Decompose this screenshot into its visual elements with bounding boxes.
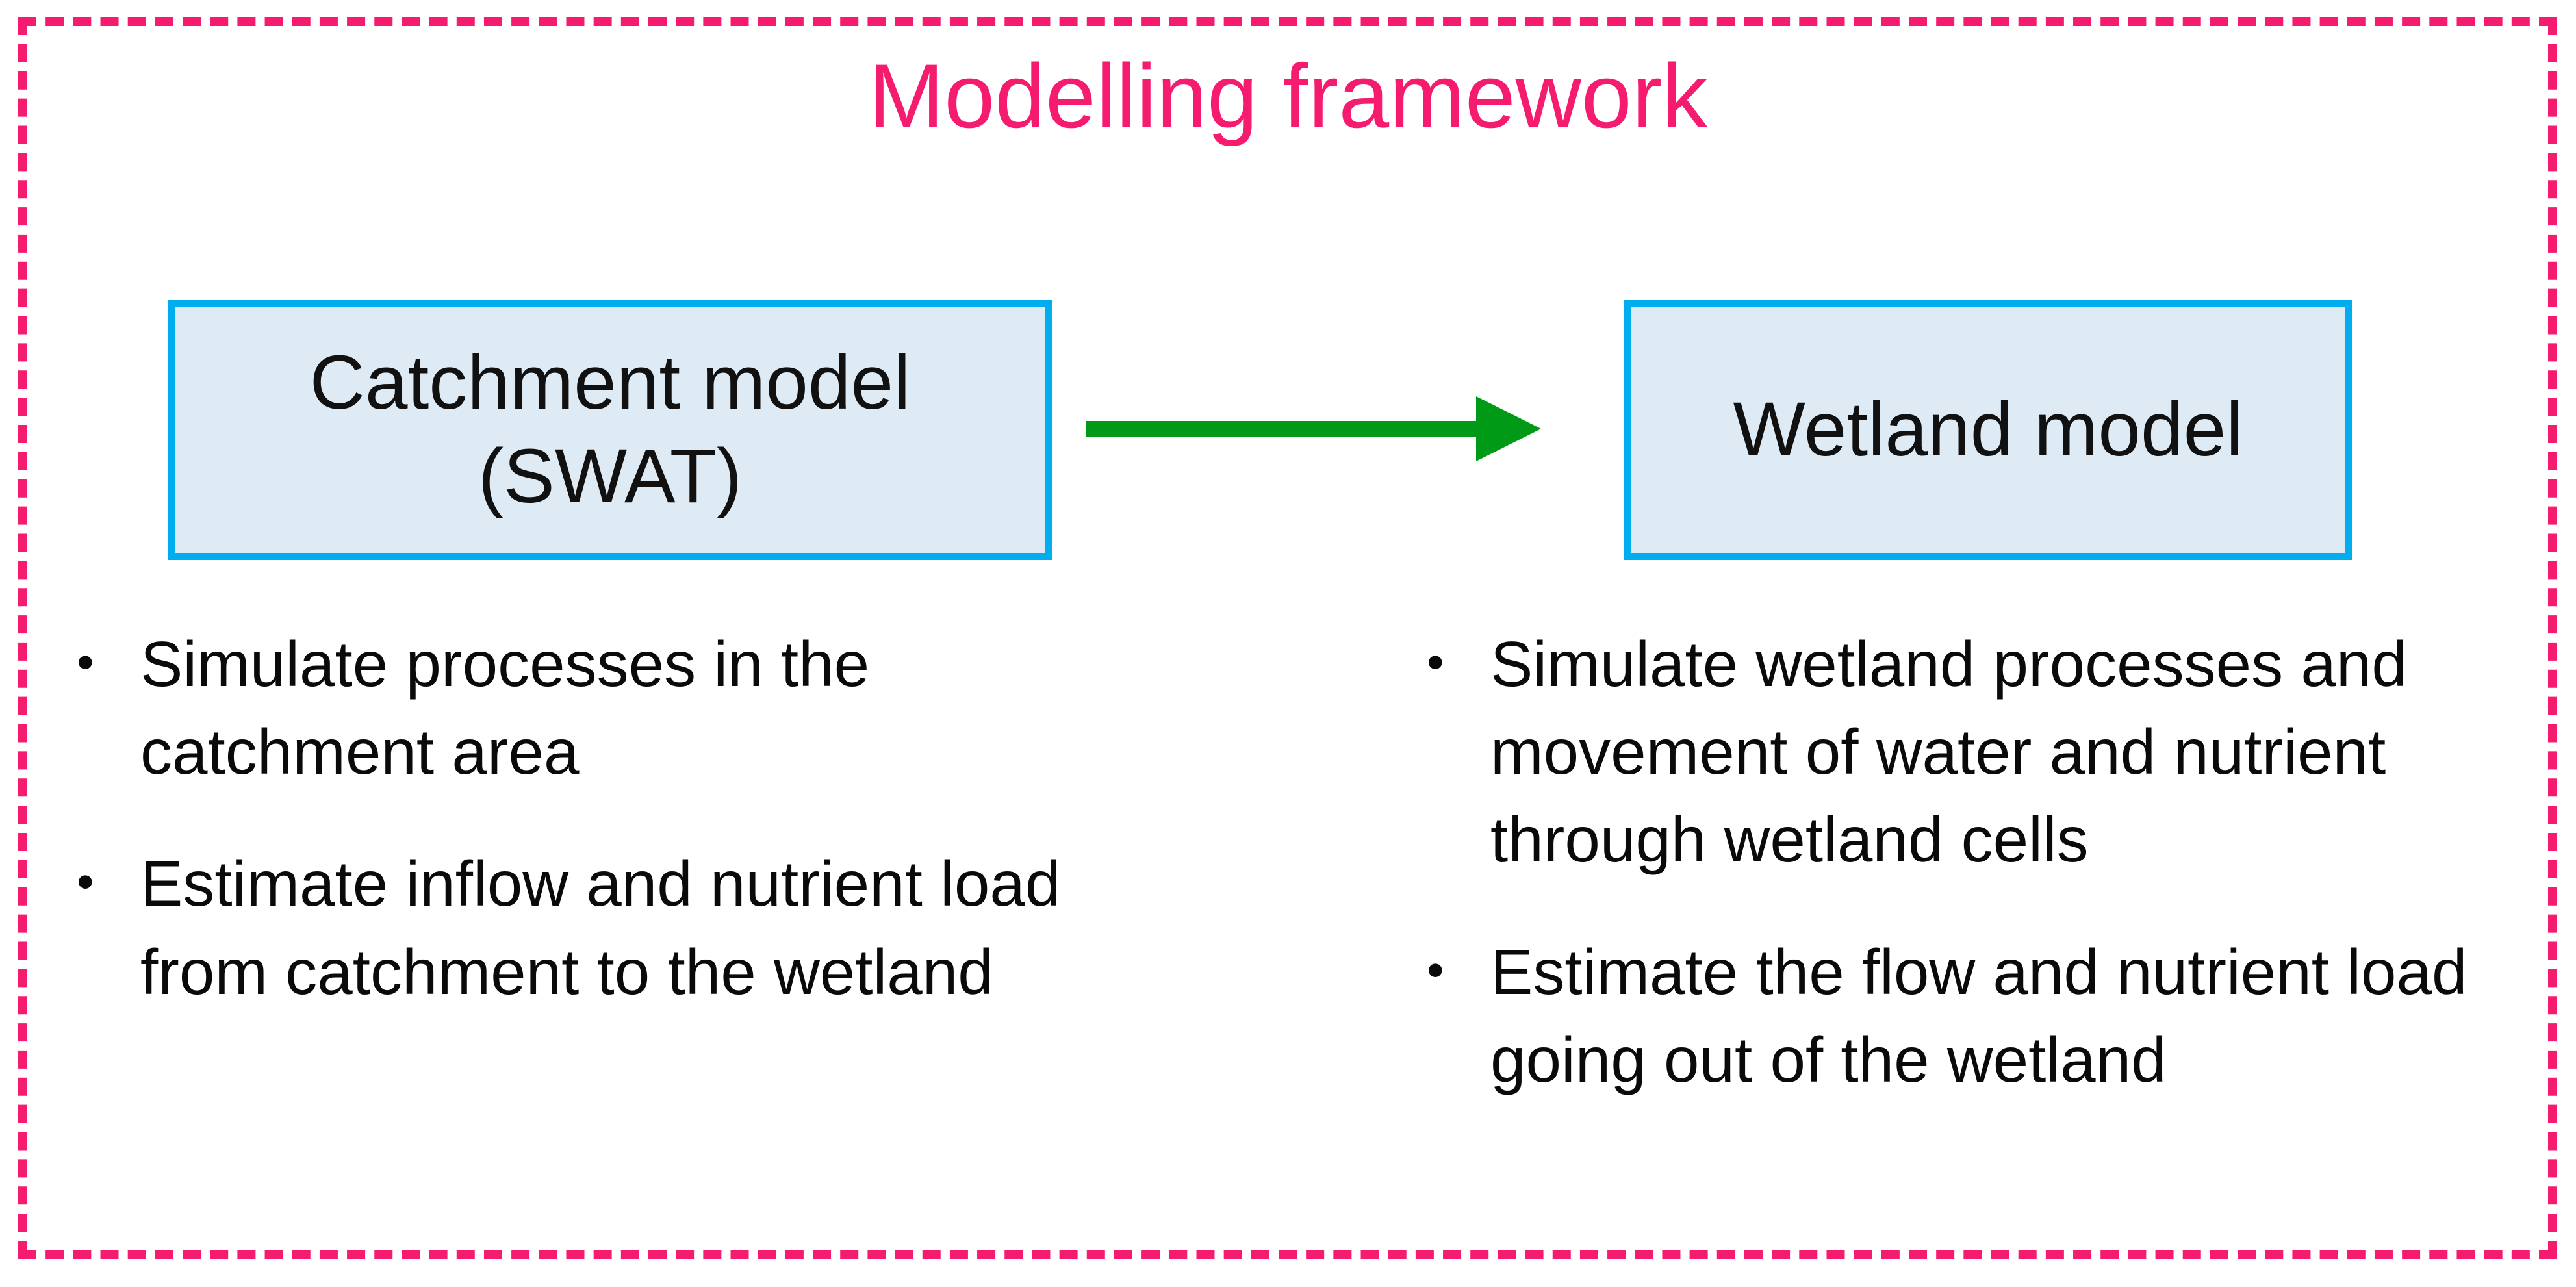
list-item-text: Estimate the flow and nutrient load goin… — [1490, 936, 2468, 1095]
bullet-point-icon: • — [1427, 635, 1444, 690]
bullet-point-icon: • — [77, 635, 94, 690]
wetland-bullet-list: • Simulate wetland processes and movemen… — [1427, 620, 2486, 1148]
list-item: • Simulate processes in the catchment ar… — [77, 620, 1090, 796]
list-item: • Simulate wetland processes and movemen… — [1427, 620, 2486, 884]
catchment-bullet-list: • Simulate processes in the catchment ar… — [77, 620, 1090, 1060]
list-item-text: Simulate processes in the catchment area — [140, 628, 870, 788]
wetland-model-box[interactable]: Wetland model — [1624, 300, 2352, 560]
list-item-text: Estimate inflow and nutrient load from c… — [140, 848, 1061, 1008]
wetland-model-label: Wetland model — [1718, 383, 2259, 477]
catchment-model-line1: Catchment model — [309, 340, 911, 426]
catchment-model-box[interactable]: Catchment model (SWAT) — [168, 300, 1052, 560]
list-item: • Estimate the flow and nutrient load go… — [1427, 928, 2486, 1104]
flow-arrow-right-icon — [1086, 390, 1545, 468]
bullet-point-icon: • — [1427, 942, 1444, 998]
catchment-model-label: Catchment model (SWAT) — [294, 337, 926, 524]
bullet-point-icon: • — [77, 854, 94, 910]
catchment-model-line2: (SWAT) — [478, 433, 743, 519]
list-item: • Estimate inflow and nutrient load from… — [77, 840, 1090, 1015]
wetland-model-line1: Wetland model — [1733, 387, 2243, 473]
dashed-frame-border — [18, 17, 2557, 1259]
page-title: Modelling framework — [868, 45, 1708, 147]
list-item-text: Simulate wetland processes and movement … — [1490, 628, 2407, 876]
